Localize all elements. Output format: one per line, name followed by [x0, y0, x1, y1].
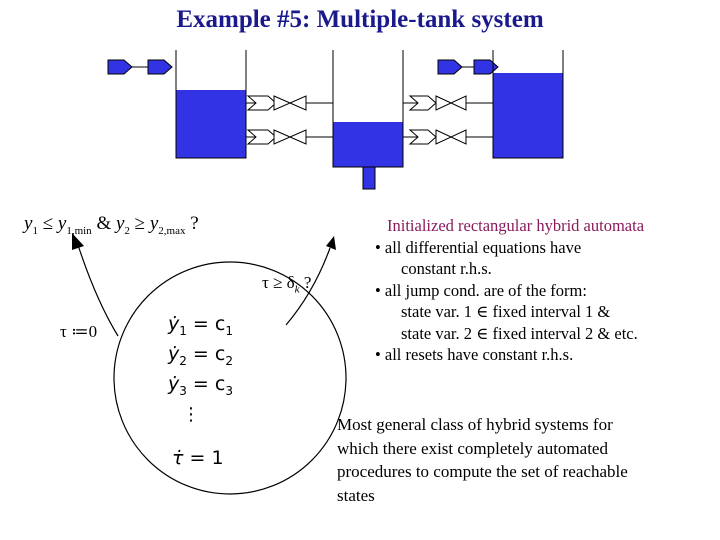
description-line: constant r.h.s. [401, 259, 492, 278]
description-line: state var. 2 ∈ fixed interval 2 & etc. [401, 323, 638, 343]
valve-icon [273, 129, 307, 145]
ode-tau: τ̇ = 1 [172, 447, 224, 469]
tank-1 [175, 50, 247, 159]
automaton-state [113, 261, 347, 495]
valve-icon [435, 95, 467, 111]
arrowhead-icon [72, 233, 84, 250]
automata-description: Initialized rectangular hybrid automata … [367, 215, 644, 366]
conclusion-line: which there exist completely automated [337, 438, 608, 458]
valves [246, 95, 467, 145]
description-line: • all differential equations have [375, 237, 582, 257]
ode-2: ẏ2 = c2 [168, 343, 233, 368]
conclusion-text: Most general class of hybrid systems for… [337, 413, 628, 507]
inlet-pump-left [107, 59, 133, 75]
description-line: • all jump cond. are of the form: [375, 280, 587, 300]
valve-icon [408, 129, 437, 145]
reset-label: τ ≔0 [60, 322, 98, 341]
valve-icon [273, 95, 307, 111]
valve-icon [246, 129, 277, 145]
conclusion-line: procedures to compute the set of reachab… [337, 462, 628, 481]
outlet-pipe [362, 166, 376, 190]
inlet-pump-right [437, 59, 463, 75]
inlet-pipes [107, 59, 499, 75]
description-line: state var. 1 ∈ fixed interval 1 & [401, 302, 611, 321]
conclusion-line: states [337, 485, 375, 505]
valve-icon [435, 129, 467, 145]
ode-1: ẏ1 = c1 [168, 313, 233, 338]
jump-condition: y1 ≤ y1,min & y2 ≥ y2,max ? [24, 213, 199, 237]
tank-3 [492, 50, 564, 159]
conclusion-line: Most general class of hybrid systems for [337, 415, 613, 434]
page-title: Example #5: Multiple-tank system [176, 6, 544, 33]
valve-icon [246, 95, 277, 111]
valve-icon [408, 95, 437, 111]
ode-ellipsis: ⋮ [182, 404, 200, 425]
loop-arrow-right [285, 247, 331, 326]
loop-arrow-left [77, 244, 119, 337]
arrowhead-icon [326, 236, 336, 250]
description-title: Initialized rectangular hybrid automata [387, 216, 645, 235]
ode-3: ẏ3 = c3 [168, 373, 233, 398]
tank-2 [332, 50, 404, 190]
guard-label: τ ≥ δk ? [262, 273, 312, 296]
description-line: • all resets have constant r.h.s. [375, 345, 574, 364]
